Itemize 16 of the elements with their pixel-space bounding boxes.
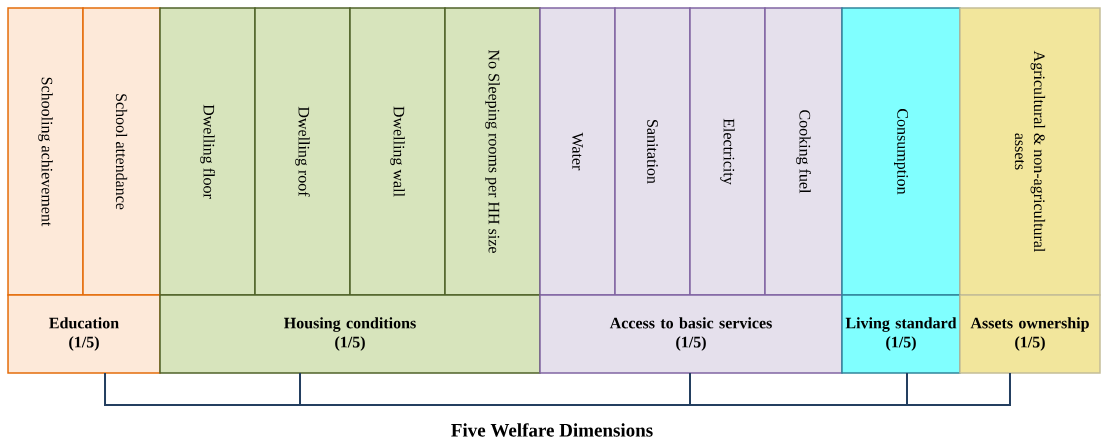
dimension-cell: Assets ownership (1/5) xyxy=(959,294,1101,374)
dimension-cell: Living standard (1/5) xyxy=(841,294,961,374)
indicator-column: No Sleeping rooms per HH size xyxy=(444,7,541,296)
indicator-column: Schooling achievement xyxy=(7,7,84,296)
indicator-column: Electricity xyxy=(689,7,766,296)
bracket-label: Five Welfare Dimensions xyxy=(451,423,653,437)
indicator-column: Cooking fuel xyxy=(764,7,843,296)
dimension-cell: Housing conditions (1/5) xyxy=(159,294,541,374)
indicator-column: School attendance xyxy=(82,7,161,296)
indicator-column: Dwelling wall xyxy=(349,7,446,296)
indicator-column: Water xyxy=(539,7,616,296)
dimension-cell: Education (1/5) xyxy=(7,294,161,374)
indicator-column: Dwelling floor xyxy=(159,7,256,296)
indicator-column: Dwelling roof xyxy=(254,7,351,296)
dimension-cell: Access to basic services (1/5) xyxy=(539,294,843,374)
indicator-column: Sanitation xyxy=(614,7,691,296)
